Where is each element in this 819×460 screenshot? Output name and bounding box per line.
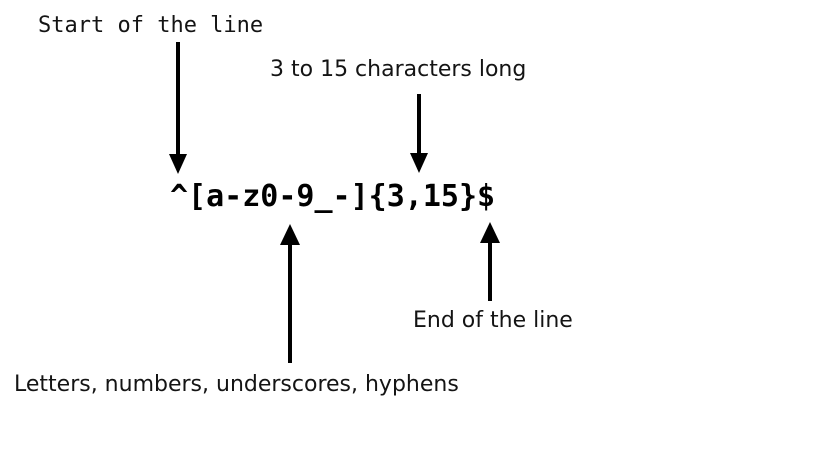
arrow-down-length-quantifier: [410, 94, 428, 173]
label-character-class: Letters, numbers, underscores, hyphens: [14, 372, 459, 397]
regex-expression: ^[a-z0-9_-]{3,15}$: [170, 179, 496, 214]
arrow-up-character-class: [280, 224, 300, 363]
label-end-of-line: End of the line: [413, 308, 573, 333]
clipped-edge-glyph: :: [0, 374, 1, 396]
label-start-of-line: Start of the line: [38, 13, 264, 38]
arrow-down-start-of-line: [169, 42, 187, 174]
label-length-quantifier: 3 to 15 characters long: [270, 57, 527, 82]
arrow-up-end-of-line: [480, 222, 500, 301]
